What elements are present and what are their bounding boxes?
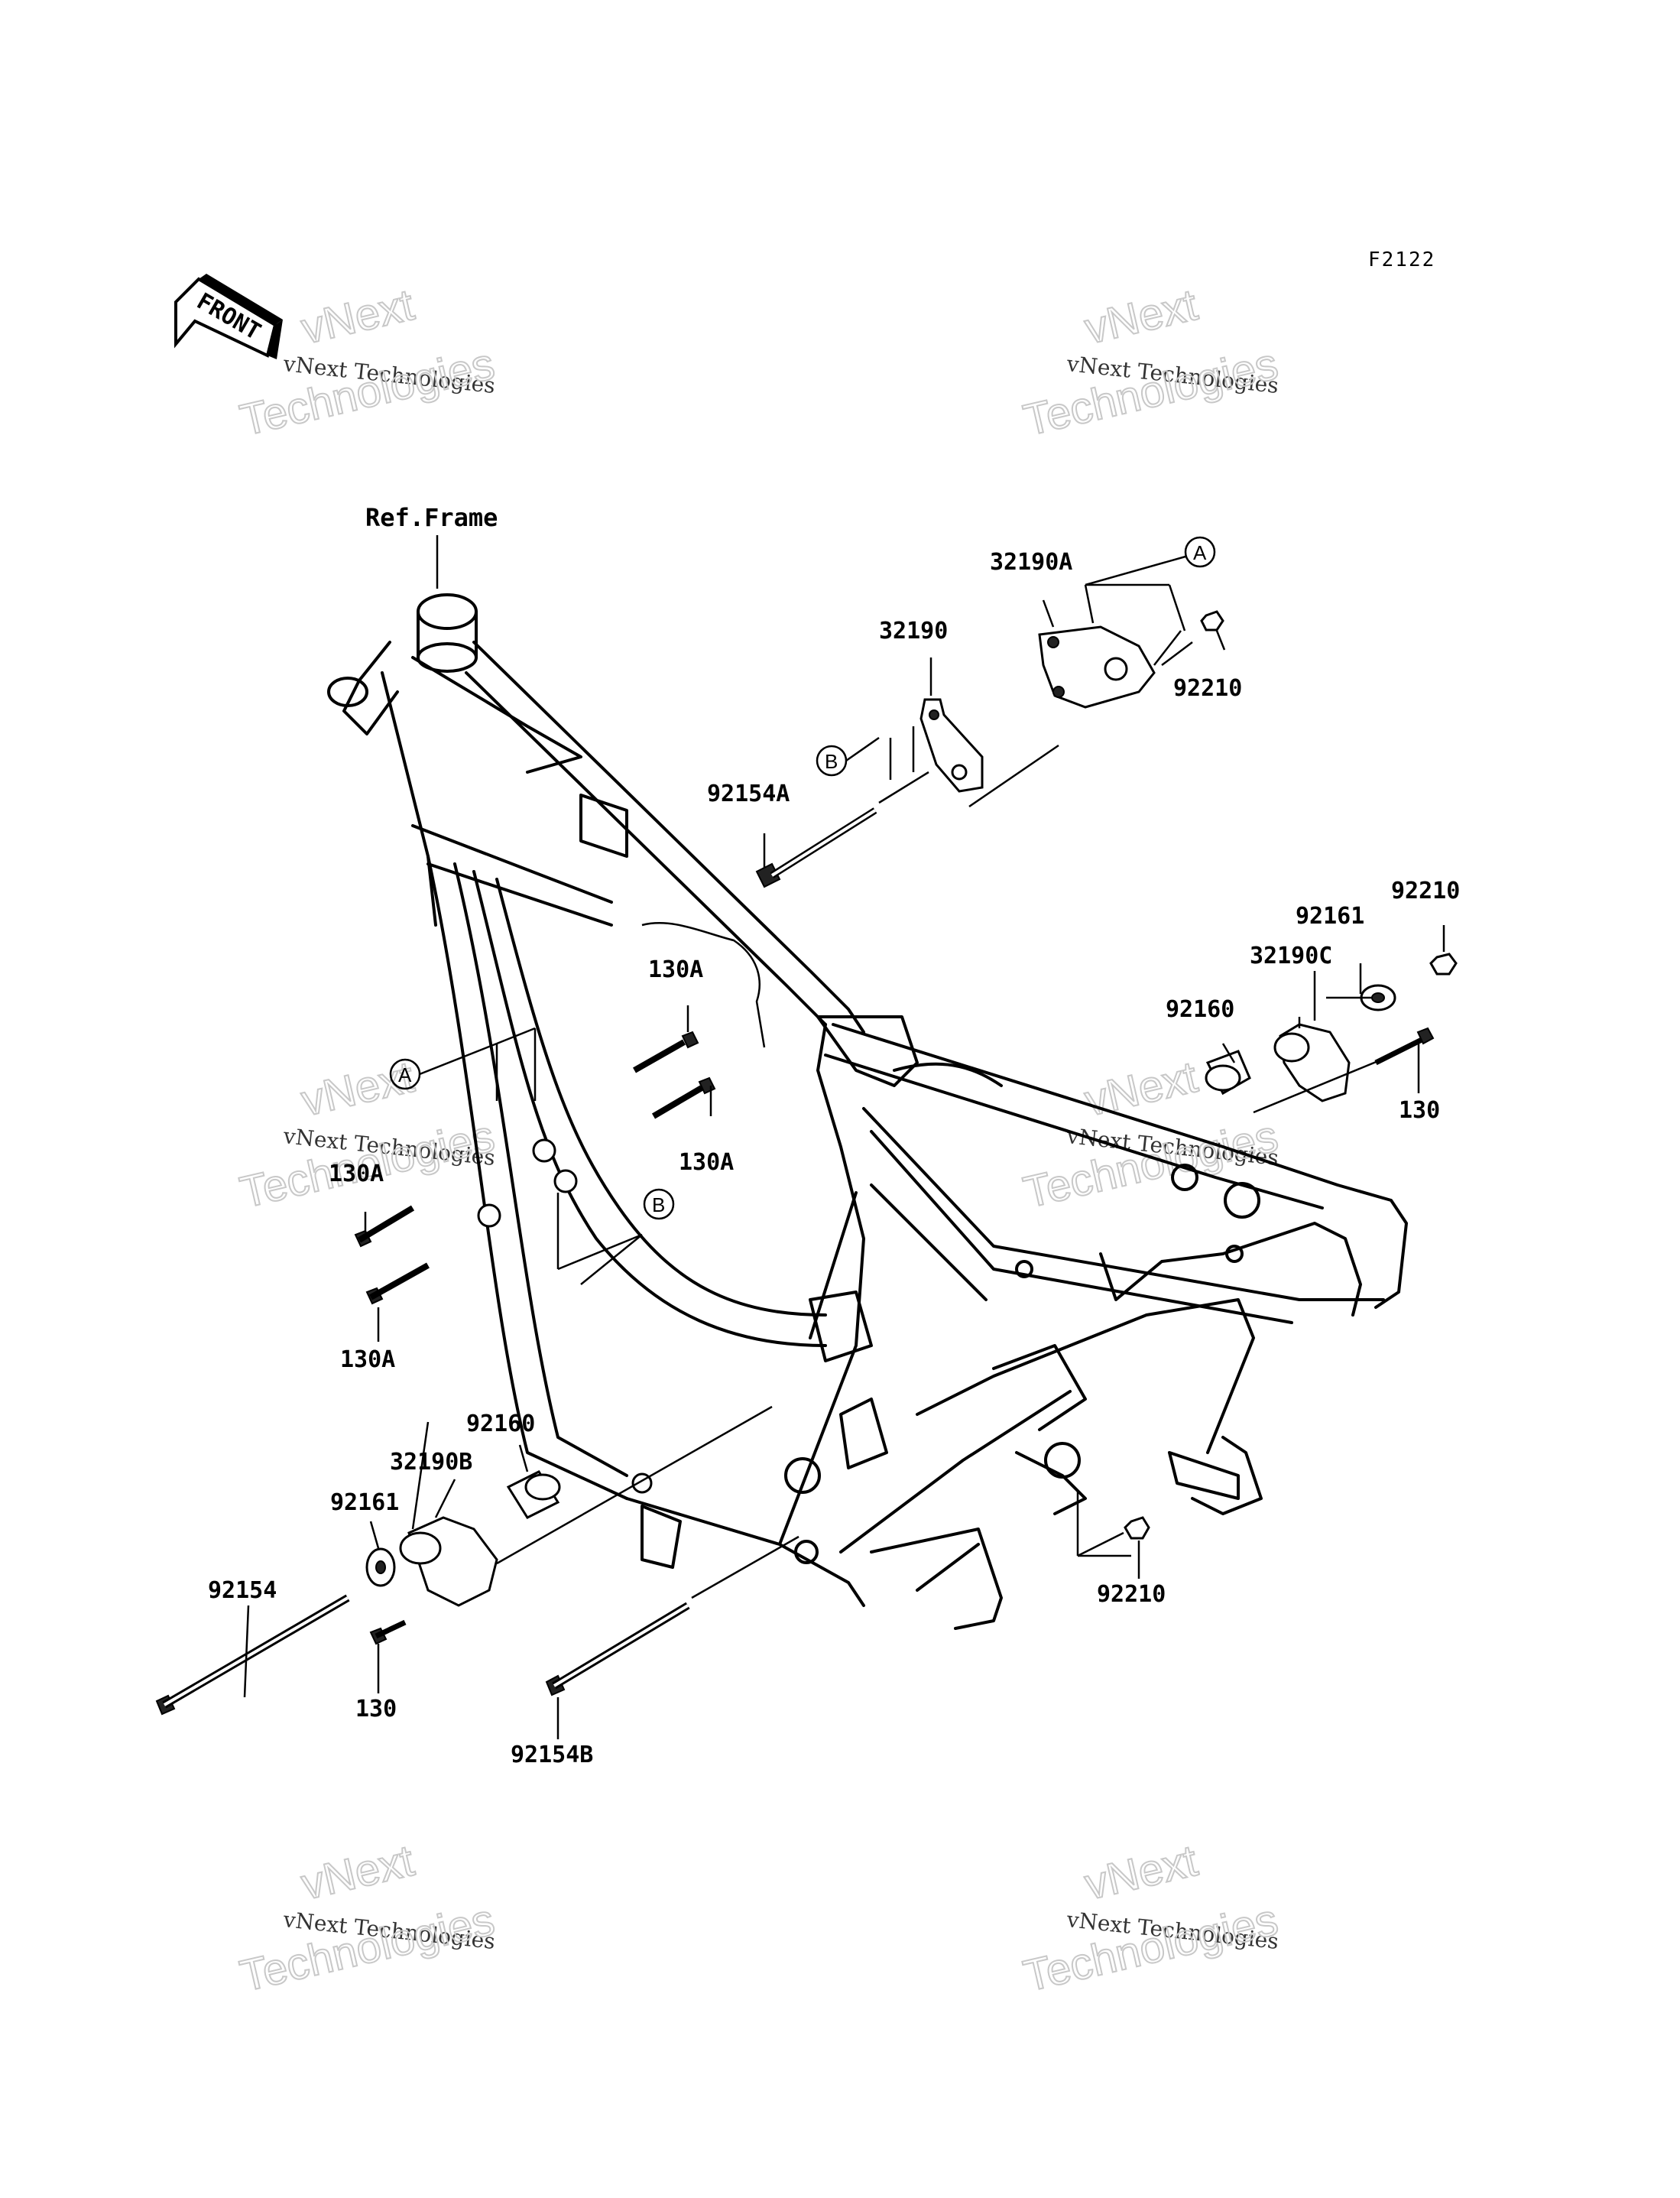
ref-frame-label: Ref.Frame [365,503,498,532]
leader-callout-a-top [1085,555,1186,586]
part-label-92161-left: 92161 [330,1489,399,1516]
nut-92210-bottom [1124,1516,1150,1540]
part-label-130-right: 130 [1399,1097,1440,1124]
watermark-bottom-right: vNext Technologies vNext Technologies [1018,1835,1283,2002]
watermark-outline: vNext [1080,280,1202,354]
part-label-92154B: 92154B [511,1742,593,1768]
bushing-92160-left [506,1470,561,1519]
watermark-outline: Technologies [235,1894,499,2001]
bolt-92154B [545,1602,690,1696]
part-label-32190C: 32190C [1250,943,1332,969]
part-label-92160-left: 92160 [466,1411,535,1437]
leader-callout-a-left [419,1042,498,1076]
svg-text:A: A [1193,541,1207,564]
part-label-130-bottom: 130 [355,1696,397,1722]
watermark-outline: vNext [1080,1052,1202,1126]
svg-text:B: B [825,750,838,773]
watermark-top-right: vNext Technologies vNext Technologies [1018,279,1283,446]
callout-b-left: B [643,1188,675,1220]
bolt-130-right [1374,1027,1435,1066]
watermark-outline: Technologies [1019,1894,1283,2001]
part-label-92154A: 92154A [707,781,790,807]
bolt-130A-top [633,1031,699,1073]
washer-92161-left [365,1547,396,1587]
part-label-92154: 92154 [208,1577,277,1604]
bracket-32190C [1273,1023,1351,1102]
watermark-mid-left: vNext Technologies vNext Technologies [235,1051,500,1219]
bolt-130A-bottom [365,1262,430,1305]
bracket-32190B [399,1516,498,1607]
bolt-130A-left [354,1205,415,1248]
part-label-130A-top: 130A [648,956,703,983]
leader-callout-b-top [845,736,880,762]
bolt-92154A [755,807,877,888]
bushing-92160-right [1205,1050,1251,1096]
nut-92210-top [1200,610,1224,631]
part-label-130A-left: 130A [329,1161,384,1187]
svg-text:B: B [652,1193,665,1216]
bracket-32190A [1038,625,1156,709]
watermark-bottom-left: vNext Technologies vNext Technologies [235,1835,500,2002]
leader-lines [243,583,1445,1739]
watermark-top-left: vNext Technologies vNext Technologies [235,279,500,446]
part-label-92160-right: 92160 [1166,996,1234,1023]
bolt-92154 [155,1594,350,1716]
part-label-32190B: 32190B [390,1449,472,1476]
watermark-outline: Technologies [1019,339,1283,445]
bolt-130-bottom [369,1619,407,1645]
callout-b-top: B [816,745,848,777]
part-label-92210-top: 92210 [1173,675,1242,702]
part-label-130A-bottom: 130A [340,1346,395,1373]
watermark-outline: vNext [297,1836,418,1910]
callout-a-top: A [1184,536,1216,568]
part-label-92210-bottom: 92210 [1097,1581,1166,1608]
part-label-92161-right: 92161 [1296,903,1364,930]
leader-right-axis [1253,1057,1384,1114]
watermark-outline: vNext [297,280,418,354]
part-label-32190: 32190 [879,618,948,644]
diagram-code: F2122 [1368,248,1435,271]
part-label-130A-mid: 130A [679,1149,734,1176]
motorcycle-frame [327,593,1408,1630]
watermark-outline: vNext [1080,1836,1202,1910]
bolt-130A-mid [651,1076,716,1119]
washer-92161-right [1360,984,1396,1011]
part-label-92210-right: 92210 [1391,878,1460,904]
bracket-32190 [919,698,984,793]
nut-92210-right [1429,953,1458,976]
front-arrow-icon: FRONT [174,274,283,359]
svg-text:A: A [398,1063,412,1086]
part-label-32190A: 32190A [990,549,1072,576]
